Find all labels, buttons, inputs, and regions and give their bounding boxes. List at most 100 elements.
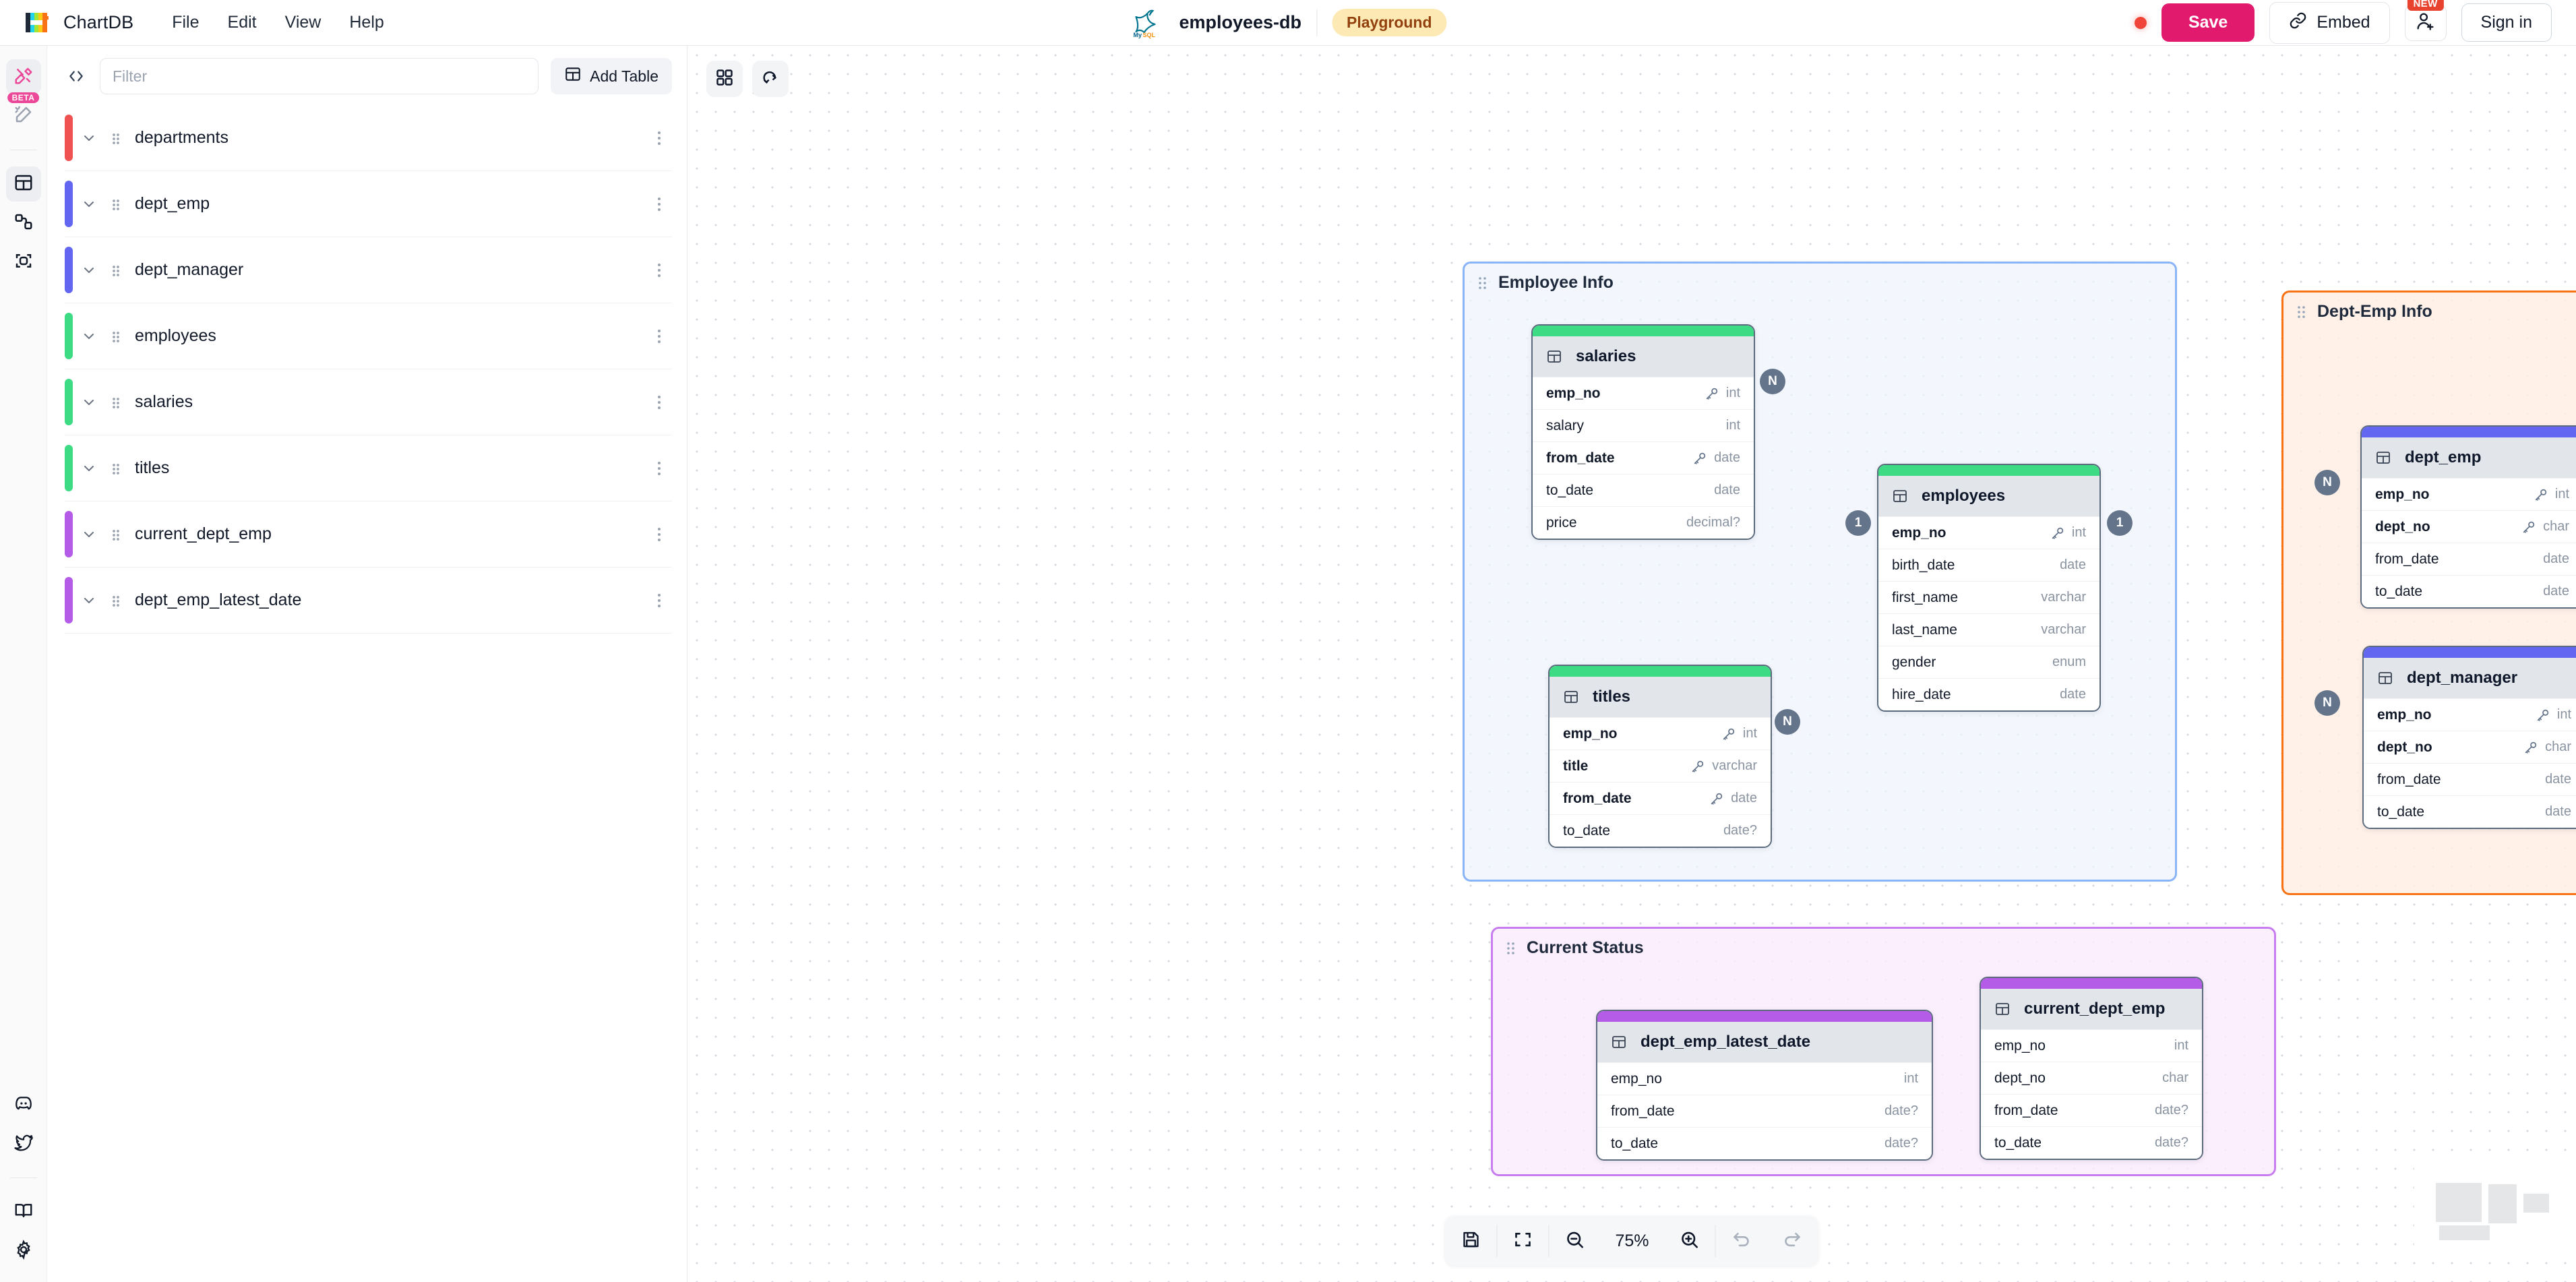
table-list-item-departments[interactable]: departments [65,105,672,171]
node-header[interactable]: employees [1878,476,2099,516]
chevron-down-icon[interactable] [81,394,97,410]
rail-twitter[interactable] [6,1126,41,1161]
chevron-down-icon[interactable] [81,262,97,278]
table-list-item-dept_emp[interactable]: dept_emp [65,171,672,237]
undo-button[interactable] [1716,1216,1767,1266]
rail-dependencies[interactable] [6,245,41,280]
minimap[interactable] [2414,1166,2576,1251]
node-header[interactable]: titles [1550,677,1771,717]
save-button[interactable]: Save [2161,3,2255,42]
more-vertical-icon[interactable] [652,262,672,279]
chevron-down-icon[interactable] [81,328,97,344]
snap-to-grid-button[interactable] [752,61,789,97]
fit-to-screen-button[interactable] [1497,1216,1548,1266]
zoom-level-label[interactable]: 75% [1615,1231,1649,1250]
signin-button[interactable]: Sign in [2461,3,2552,42]
node-header[interactable]: dept_emp [2362,437,2576,478]
document-title[interactable]: employees-db [1179,12,1302,32]
table-list-item-current_dept_emp[interactable]: current_dept_emp [65,501,672,568]
more-vertical-icon[interactable] [652,526,672,543]
rail-ai-magic[interactable]: BETA [6,92,41,133]
chevron-down-icon[interactable] [81,130,97,146]
table-list-item-titles[interactable]: titles [65,435,672,501]
table-list-item-dept_emp_latest_date[interactable]: dept_emp_latest_date [65,568,672,634]
grip-vertical-icon[interactable] [1505,941,1517,956]
rail-relationships[interactable] [6,206,41,241]
table-list-item-dept_manager[interactable]: dept_manager [65,237,672,303]
chevron-down-icon[interactable] [81,526,97,543]
redo-button[interactable] [1767,1216,1818,1266]
embed-button[interactable]: Embed [2269,1,2390,44]
menu-view[interactable]: View [284,13,321,32]
rail-diagram-editor[interactable] [5,59,41,94]
grip-vertical-icon[interactable] [109,592,123,609]
table-list-item-employees[interactable]: employees [65,303,672,369]
node-header[interactable]: dept_emp_latest_date [1597,1022,1932,1062]
rail-discord[interactable] [6,1087,41,1122]
menu-help[interactable]: Help [349,13,384,32]
rail-docs[interactable] [6,1194,41,1229]
grip-vertical-icon[interactable] [2296,305,2308,319]
table-list-item-salaries[interactable]: salaries [65,369,672,435]
more-vertical-icon[interactable] [652,129,672,147]
grip-vertical-icon[interactable] [109,130,123,146]
node-header[interactable]: current_dept_emp [1981,989,2202,1029]
grip-vertical-icon[interactable] [109,460,123,477]
rail-settings[interactable] [6,1233,41,1269]
grip-vertical-icon[interactable] [109,196,123,212]
more-vertical-icon[interactable] [652,394,672,411]
grip-vertical-icon[interactable] [109,262,123,278]
add-user-button[interactable]: NEW [2404,0,2447,41]
filter-input[interactable] [100,58,539,94]
node-header[interactable]: salaries [1533,336,1754,377]
grip-vertical-icon[interactable] [109,328,123,344]
chevron-down-icon[interactable] [81,196,97,212]
chevron-down-icon[interactable] [81,460,97,477]
node-header[interactable]: dept_manager [2364,658,2576,698]
add-table-button[interactable]: Add Table [551,58,672,94]
more-vertical-icon[interactable] [652,460,672,477]
more-vertical-icon[interactable] [652,592,672,609]
menu-edit[interactable]: Edit [227,13,257,32]
more-vertical-icon[interactable] [652,328,672,345]
toggle-grid-button[interactable] [706,61,743,97]
menu-file[interactable]: File [172,13,200,32]
grip-vertical-icon[interactable] [109,394,123,410]
zoom-in-button[interactable] [1664,1216,1715,1266]
zoom-out-button[interactable] [1549,1216,1600,1266]
